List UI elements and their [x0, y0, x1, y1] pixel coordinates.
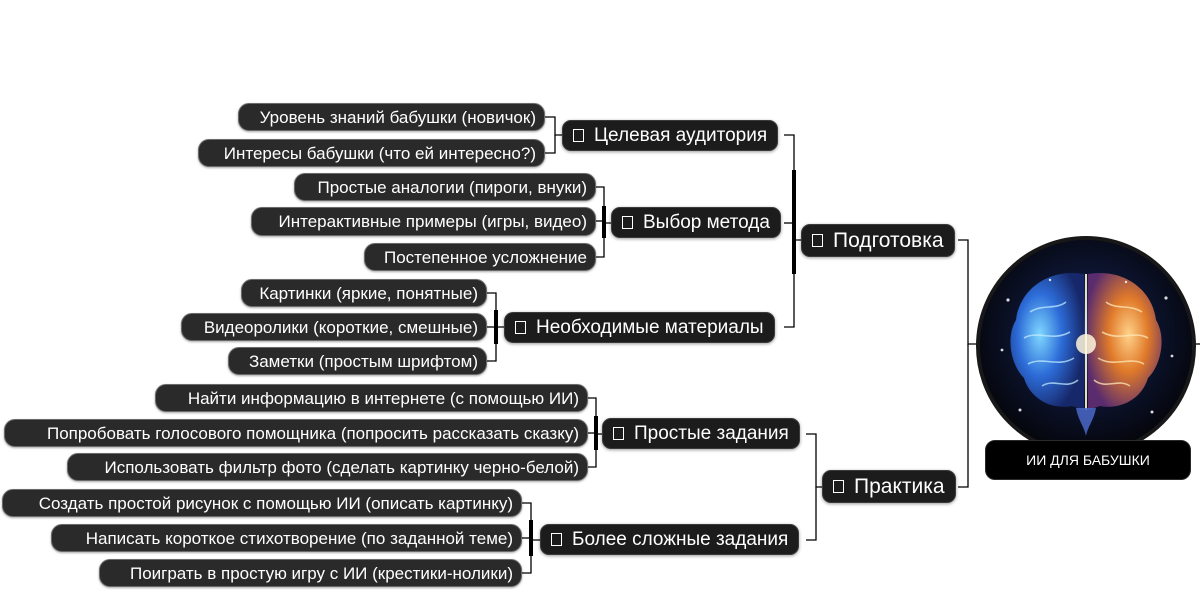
- topic-prostye-zadaniya[interactable]: Простые задания: [602, 418, 800, 449]
- leaf-item[interactable]: Картинки (яркие, понятные): [241, 279, 487, 307]
- leaf-item[interactable]: Использовать фильтр фото (сделать картин…: [67, 453, 588, 481]
- leaf-item[interactable]: Интересы бабушки (что ей интересно?): [198, 139, 545, 167]
- leaf-item[interactable]: Попробовать голосового помощника (попрос…: [4, 419, 588, 447]
- leaf-item[interactable]: Постепенное усложнение: [364, 243, 596, 271]
- leaf-item[interactable]: Видеоролики (короткие, смешные): [181, 313, 487, 341]
- topic-label: Выбор метода: [643, 211, 770, 233]
- branch-label: Практика: [854, 474, 945, 498]
- leaf-item[interactable]: Найти информацию в интернете (с помощью …: [155, 384, 588, 412]
- branch-praktika[interactable]: Практика: [822, 470, 956, 503]
- topic-tselevaya-auditoriya[interactable]: Целевая аудитория: [562, 120, 779, 151]
- branch-label: Подготовка: [833, 228, 944, 252]
- topic-label: Простые задания: [634, 422, 789, 444]
- topic-icon: [551, 533, 562, 546]
- leaf-item[interactable]: Интерактивные примеры (игры, видео): [251, 207, 596, 236]
- topic-icon: [833, 480, 844, 493]
- leaf-item[interactable]: Уровень знаний бабушки (новичок): [238, 103, 545, 131]
- bar-prostye: [594, 416, 598, 450]
- topic-icon: [812, 234, 823, 247]
- topic-bolee-slozhnye-zadaniya[interactable]: Более сложные задания: [540, 524, 800, 555]
- topic-label: Необходимые материалы: [536, 316, 764, 338]
- leaf-item[interactable]: Написать короткое стихотворение (по зада…: [51, 524, 522, 552]
- central-title: ИИ ДЛЯ БАБУШКИ: [985, 440, 1191, 480]
- topic-neobkhodimye-materialy[interactable]: Необходимые материалы: [504, 312, 775, 343]
- topic-icon: [515, 321, 526, 334]
- bar-slozhnye: [529, 520, 533, 556]
- branch-podgotovka[interactable]: Подготовка: [801, 224, 955, 257]
- topic-vybor-metoda[interactable]: Выбор метода: [611, 207, 781, 238]
- bar-materialy: [494, 310, 498, 344]
- bar-podgotovka: [792, 170, 796, 274]
- topic-icon: [613, 427, 624, 440]
- topic-label: Целевая аудитория: [594, 124, 768, 146]
- topic-label: Более сложные задания: [572, 528, 789, 550]
- topic-icon: [622, 216, 633, 229]
- bar-vybor-metoda: [602, 206, 606, 238]
- leaf-item[interactable]: Простые аналогии (пироги, внуки): [294, 173, 596, 201]
- central-brain-image: [976, 236, 1196, 456]
- leaf-item[interactable]: Создать простой рисунок с помощью ИИ (оп…: [2, 489, 522, 517]
- leaf-item[interactable]: Заметки (простым шрифтом): [228, 347, 487, 375]
- topic-icon: [573, 129, 584, 142]
- leaf-item[interactable]: Поиграть в простую игру с ИИ (крестики-н…: [99, 559, 522, 587]
